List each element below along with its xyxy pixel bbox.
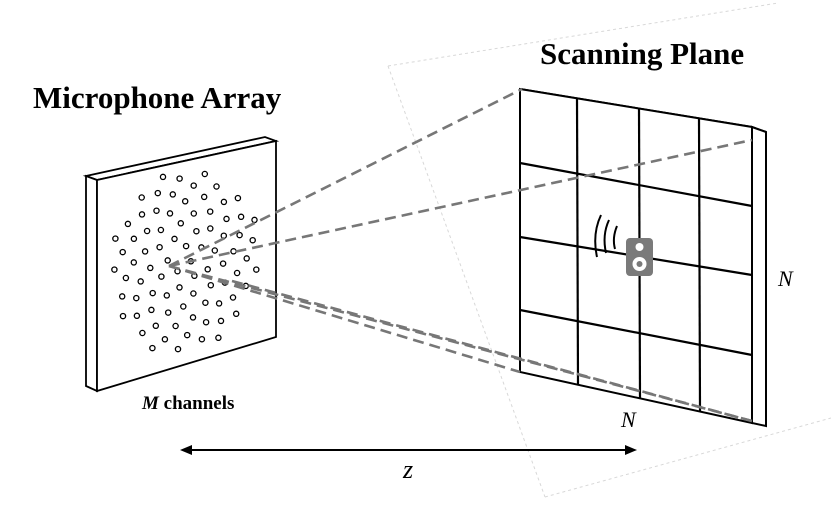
microphone-dot	[200, 193, 208, 201]
microphone-dot	[122, 274, 130, 282]
distance-arrow	[180, 445, 637, 455]
projection-lines	[168, 87, 753, 423]
microphone-dot	[223, 215, 230, 223]
microphone-dot	[143, 227, 151, 235]
microphone-dot	[201, 170, 209, 178]
microphone-dot	[133, 294, 140, 302]
microphone-dot	[217, 317, 225, 325]
microphone-dot	[206, 208, 214, 215]
microphone-dot	[152, 322, 160, 330]
microphone-dot	[149, 289, 156, 297]
microphone-dot	[189, 314, 197, 321]
microphone-array-title: Microphone Array	[33, 80, 282, 115]
microphone-dot	[237, 213, 245, 221]
microphone-dot	[198, 335, 206, 343]
microphone-dot	[164, 257, 171, 264]
microphone-dot	[234, 194, 242, 202]
microphone-dot	[182, 242, 190, 250]
distance-label: z	[403, 455, 414, 484]
microphone-array-panel	[82, 136, 280, 393]
microphone-dot	[111, 266, 118, 273]
microphone-dot	[137, 278, 144, 285]
microphone-dot	[133, 312, 141, 320]
channels-label: M channels	[142, 393, 234, 415]
microphone-dot	[207, 225, 214, 232]
microphone-dot	[190, 290, 197, 297]
microphone-dot	[253, 266, 260, 273]
microphone-dot	[171, 235, 178, 243]
microphone-dot	[158, 273, 165, 280]
microphone-dot	[177, 220, 185, 227]
microphone-dot	[141, 248, 149, 255]
scanning-plane-title: Scanning Plane	[540, 36, 745, 71]
microphone-dot	[176, 284, 183, 291]
microphone-dot	[118, 293, 126, 300]
microphone-dot	[236, 231, 243, 239]
microphone-dot	[230, 248, 237, 255]
microphone-dot	[119, 248, 126, 256]
microphone-dot	[139, 329, 146, 337]
microphone-dot	[157, 226, 165, 234]
microphone-dot	[232, 310, 240, 318]
microphone-dot	[243, 255, 250, 262]
microphone-dot	[156, 243, 163, 251]
microphone-dot	[112, 235, 119, 242]
microphone-dot	[190, 182, 197, 189]
microphone-dot	[130, 235, 138, 243]
microphone-dot	[164, 309, 172, 316]
microphone-dot	[207, 281, 215, 289]
microphone-dot	[119, 312, 127, 320]
microphone-dot	[138, 194, 145, 201]
sound-waves-icon	[594, 214, 618, 258]
microphone-dot	[213, 183, 220, 190]
microphone-dot	[154, 189, 162, 197]
microphone-dot	[229, 294, 237, 301]
microphone-dot	[190, 210, 198, 217]
microphone-dot	[249, 236, 256, 244]
microphone-dot	[193, 227, 200, 235]
microphone-dot	[124, 220, 132, 228]
microphone-dot	[204, 266, 211, 273]
microphone-dot	[181, 198, 189, 205]
microphone-dot	[220, 198, 228, 206]
microphone-dot	[149, 344, 156, 352]
microphone-dot	[172, 322, 179, 330]
microphone-dot	[163, 292, 171, 299]
microphone-dot	[215, 334, 222, 342]
microphone-dot	[219, 260, 227, 267]
microphone-dot	[251, 216, 258, 224]
grid-size-vertical-label: N	[778, 266, 793, 291]
channels-text: channels	[158, 393, 235, 414]
microphone-dot	[166, 210, 174, 217]
microphone-dot	[147, 264, 154, 272]
microphone-dot	[159, 173, 167, 181]
microphone-dot	[215, 300, 223, 307]
microphone-dot	[174, 345, 182, 353]
microphone-dot	[161, 336, 169, 343]
microphone-dot	[202, 318, 210, 326]
microphone-dot	[211, 247, 219, 254]
microphone-dot	[138, 211, 146, 218]
microphone-dot	[183, 331, 191, 339]
microphone-dot	[202, 299, 209, 306]
microphone-dot	[130, 259, 138, 266]
background-plane-outline	[387, 2, 831, 498]
microphone-dot	[169, 191, 177, 198]
grid-size-horizontal-label: N	[621, 407, 636, 432]
speaker-icon	[626, 238, 653, 276]
microphone-dot	[153, 207, 160, 214]
microphone-dot	[176, 175, 183, 182]
microphone-dot	[180, 303, 187, 310]
channels-variable: M	[142, 393, 159, 414]
microphone-dot	[148, 306, 155, 314]
microphone-dot	[233, 269, 241, 277]
